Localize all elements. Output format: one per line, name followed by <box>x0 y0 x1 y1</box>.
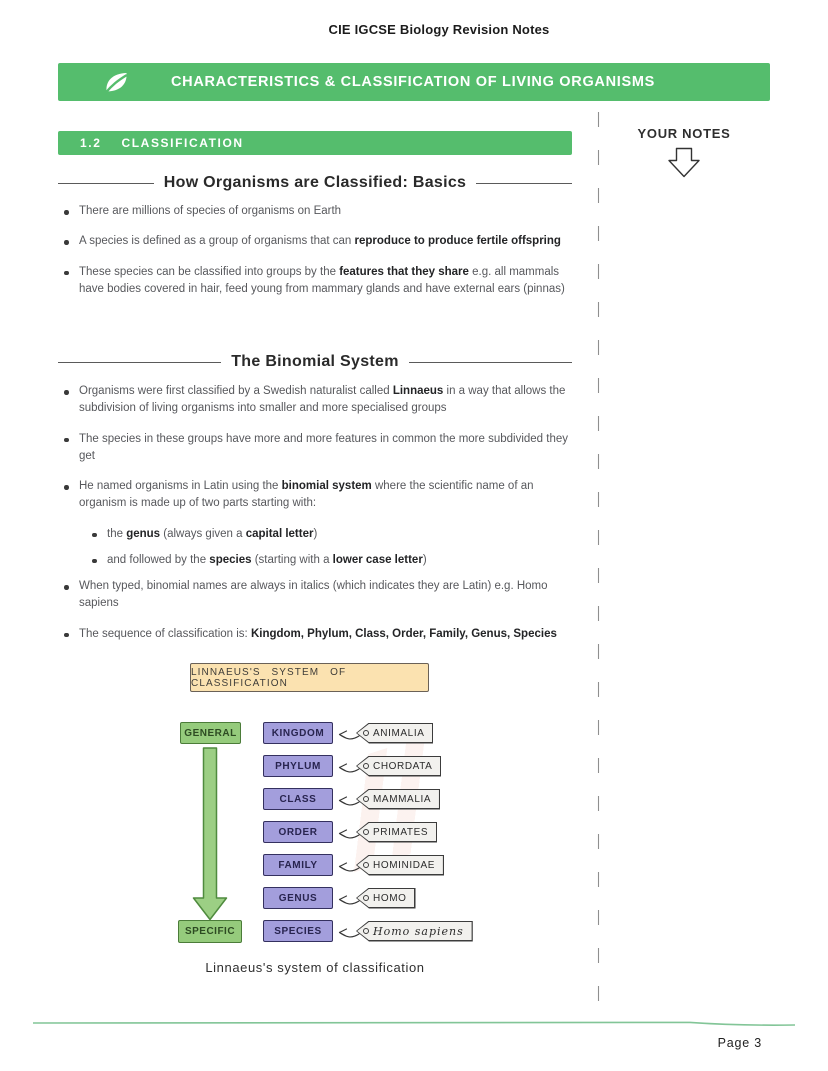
subheading-binomial-text: The Binomial System <box>231 353 399 370</box>
bullet-item: Organisms were first classified by a Swe… <box>64 383 574 418</box>
tag-arrow <box>338 763 360 773</box>
bullet-item: There are millions of species of organis… <box>64 203 574 220</box>
taxonomy-level-box: ORDER <box>263 821 333 843</box>
example-tag: Homo sapiens <box>356 920 473 942</box>
tag-arrow <box>338 862 360 872</box>
page-number: Page 3 <box>717 1036 762 1050</box>
taxonomy-level-box: KINGDOM <box>263 722 333 744</box>
bullet-item: The sequence of classification is: Kingd… <box>64 626 574 643</box>
bullet-item: He named organisms in Latin using the bi… <box>64 478 574 513</box>
tag-hole <box>363 928 369 934</box>
tag-arrow <box>338 829 360 839</box>
bullet-list-basics: There are millions of species of organis… <box>58 203 574 311</box>
tag-hole <box>363 829 369 835</box>
section-header: 1.2 CLASSIFICATION <box>58 131 572 155</box>
specific-box: SPECIFIC <box>178 920 242 943</box>
general-to-specific-arrow <box>192 747 228 921</box>
example-tag: HOMO <box>356 887 416 909</box>
taxonomy-level-box: GENUS <box>263 887 333 909</box>
down-arrow-icon <box>668 147 700 178</box>
bullet-item: the genus (always given a capital letter… <box>92 526 574 543</box>
bullet-item: The species in these groups have more an… <box>64 431 574 466</box>
your-notes-label: YOUR NOTES <box>637 126 731 141</box>
taxonomy-level-box: PHYLUM <box>263 755 333 777</box>
example-tag: PRIMATES <box>356 821 438 843</box>
diagram-title-box: LINNAEUS'S SYSTEM OF CLASSIFICATION <box>190 663 429 692</box>
chapter-banner: CHARACTERISTICS & CLASSIFICATION OF LIVI… <box>58 63 770 101</box>
tag-arrow <box>338 730 360 740</box>
tag-arrow <box>338 796 360 806</box>
diagram-caption: Linnaeus's system of classification <box>205 960 425 975</box>
doc-title: CIE IGCSE Biology Revision Notes <box>328 22 550 37</box>
section-title: CLASSIFICATION <box>121 136 244 150</box>
bullet-item: When typed, binomial names are always in… <box>64 578 574 613</box>
chapter-title: CHARACTERISTICS & CLASSIFICATION OF LIVI… <box>171 74 656 90</box>
example-tag: MAMMALIA <box>356 788 441 810</box>
example-tag-label: Homo sapiens <box>373 924 464 938</box>
bullet-item: and followed by the species (starting wi… <box>92 552 574 569</box>
tag-hole <box>363 730 369 736</box>
example-tag-label: MAMMALIA <box>373 793 432 805</box>
section-number: 1.2 <box>80 136 102 150</box>
taxonomy-level-box: SPECIES <box>263 920 333 942</box>
leaf-icon <box>103 70 130 95</box>
example-tag: HOMINIDAE <box>356 854 445 876</box>
tag-arrow <box>338 895 360 905</box>
example-tag-label: PRIMATES <box>373 826 429 838</box>
general-box: GENERAL <box>180 722 241 744</box>
footer-rule <box>32 1021 796 1026</box>
example-tag: ANIMALIA <box>356 722 434 744</box>
tag-hole <box>363 796 369 802</box>
example-tag-label: ANIMALIA <box>373 727 425 739</box>
taxonomy-level-box: FAMILY <box>263 854 333 876</box>
tag-hole <box>363 895 369 901</box>
subheading-basics-text: How Organisms are Classified: Basics <box>163 174 467 191</box>
example-tag: CHORDATA <box>356 755 442 777</box>
example-tag-label: HOMO <box>373 892 407 904</box>
subheading-basics: How Organisms are Classified: Basics <box>58 174 572 192</box>
subheading-binomial: The Binomial System <box>58 353 572 371</box>
example-tag-label: HOMINIDAE <box>373 859 436 871</box>
bullet-item: A species is defined as a group of organ… <box>64 233 574 250</box>
example-tag-label: CHORDATA <box>373 760 433 772</box>
taxonomy-level-box: CLASS <box>263 788 333 810</box>
tag-arrows <box>338 730 360 938</box>
tag-hole <box>363 862 369 868</box>
bullet-list-binomial: Organisms were first classified by a Swe… <box>58 383 574 656</box>
tag-arrow <box>338 928 360 938</box>
tag-hole <box>363 763 369 769</box>
bullet-item: These species can be classified into gro… <box>64 264 574 299</box>
